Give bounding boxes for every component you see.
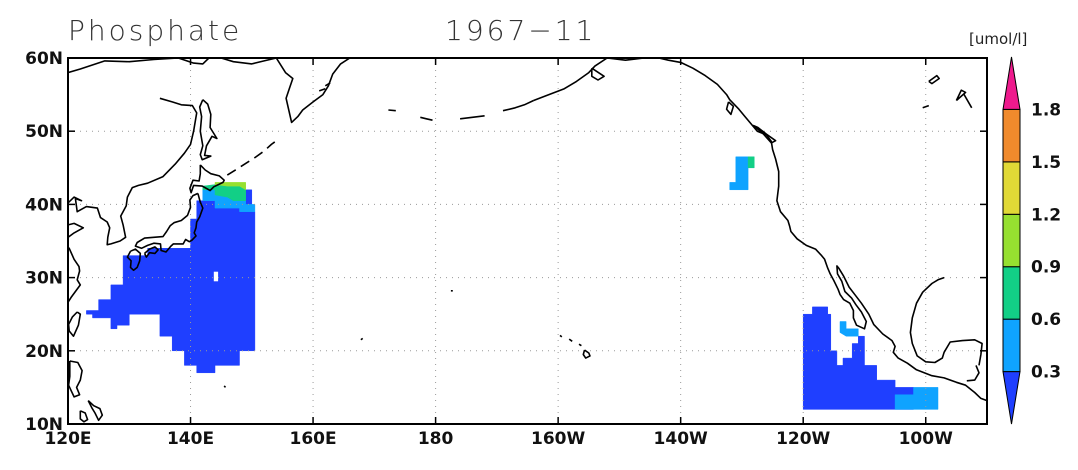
sea-of-okhotsk-shore	[68, 97, 198, 304]
mariana-islands	[223, 385, 227, 388]
colorbar-label-3: 1.2	[1031, 205, 1061, 225]
variable-title: Phosphate	[68, 14, 243, 47]
aleutian-4	[460, 115, 485, 120]
honshu-coast	[134, 192, 204, 253]
mindoro-samar	[87, 400, 104, 422]
yucatan-north	[966, 365, 980, 382]
coastline-layer	[68, 58, 987, 423]
colorbar-label-4: 1.5	[1031, 153, 1061, 173]
phosphate-region-2	[202, 184, 246, 201]
hawaii-oahu	[568, 338, 573, 342]
lat-label-10: 10N	[25, 415, 63, 435]
plot-frame	[67, 57, 988, 425]
colorbar-label-5: 1.8	[1031, 100, 1061, 120]
lon-label-160: 160E	[290, 429, 337, 449]
philippines-coast	[68, 360, 83, 398]
lat-label-50: 50N	[25, 122, 63, 142]
colorbar-swatch-4	[1002, 161, 1021, 215]
colorbar-label-1: 0.6	[1031, 310, 1061, 330]
vancouver-island-coast	[752, 124, 777, 144]
kamchatka-shore-2	[324, 82, 331, 87]
hawaii-maui	[578, 343, 582, 347]
colorbar-lower-arrow	[1002, 371, 1021, 425]
arctic-island-1	[928, 74, 941, 85]
lat-label-30: 30N	[25, 269, 63, 289]
alaska-coast	[533, 58, 987, 402]
lon-label-260: 100W	[899, 429, 953, 449]
axis-ticks: 10N 20N 30N 40N 50N 60N 120E 140E 160E 180 160W 140…	[25, 49, 987, 449]
lon-label-200: 160W	[531, 429, 585, 449]
phosphate-field-layer	[86, 156, 939, 410]
island-gap-0	[213, 271, 219, 282]
colorbar-label-0: 0.3	[1031, 363, 1061, 383]
colorbar-label-2: 0.9	[1031, 258, 1061, 278]
colorbar-swatch-5	[1002, 108, 1021, 163]
aleutian-1	[318, 87, 326, 92]
phosphate-region-0	[86, 189, 256, 374]
colorbar-swatch-2	[1002, 266, 1021, 320]
colorbar-swatch-3	[1002, 213, 1021, 268]
aleutian-2	[388, 109, 396, 112]
aleutian-5	[502, 99, 534, 112]
lat-label-20: 20N	[25, 342, 63, 362]
phosphate-region-5	[747, 156, 755, 169]
kodiak-coast	[590, 67, 605, 81]
arctic-island-3	[963, 93, 973, 109]
colorbar-swatch-1	[1002, 318, 1021, 373]
lat-label-40: 40N	[25, 195, 63, 215]
colorbar-units: [umol/l]	[969, 30, 1028, 48]
colorbar-upper-arrow	[1002, 56, 1021, 110]
phosphate-region-7	[839, 321, 859, 337]
lon-label-180: 180	[418, 429, 454, 449]
phosphate-region-8	[894, 387, 939, 410]
gridlines	[68, 58, 987, 424]
lon-label-140: 140E	[167, 429, 214, 449]
lon-label-220: 140W	[654, 429, 708, 449]
taiwan-coast	[68, 311, 82, 338]
hawaii-kauai	[559, 334, 563, 338]
panay-negros	[79, 410, 89, 423]
marshall-islands	[360, 337, 364, 341]
phosphate-region-3	[214, 182, 246, 191]
asia-coast	[68, 58, 277, 74]
kyushu-coast	[126, 248, 142, 272]
kamchatka-coast	[275, 58, 351, 124]
lat-label-60: 60N	[25, 49, 63, 69]
arctic-island-4	[922, 104, 930, 109]
gulf-of-mexico-coast	[909, 276, 983, 366]
shikoku-coast	[143, 246, 159, 258]
lon-label-240: 120W	[776, 429, 830, 449]
aleutian-3	[420, 116, 433, 121]
phosphate-region-6	[802, 306, 914, 410]
sakhalin-coast	[198, 99, 218, 161]
arctic-island-2	[955, 89, 967, 102]
hawaii-big-island	[582, 349, 591, 359]
kuril-islands	[226, 137, 280, 176]
haida-gwaii-coast	[725, 101, 735, 116]
date-title: 1967−11	[445, 14, 597, 47]
hokkaido-coast	[189, 164, 225, 194]
lon-label-120: 120E	[44, 429, 91, 449]
colorbar: 0.3 0.6 0.9 1.2 1.5 1.8	[1002, 56, 1061, 425]
